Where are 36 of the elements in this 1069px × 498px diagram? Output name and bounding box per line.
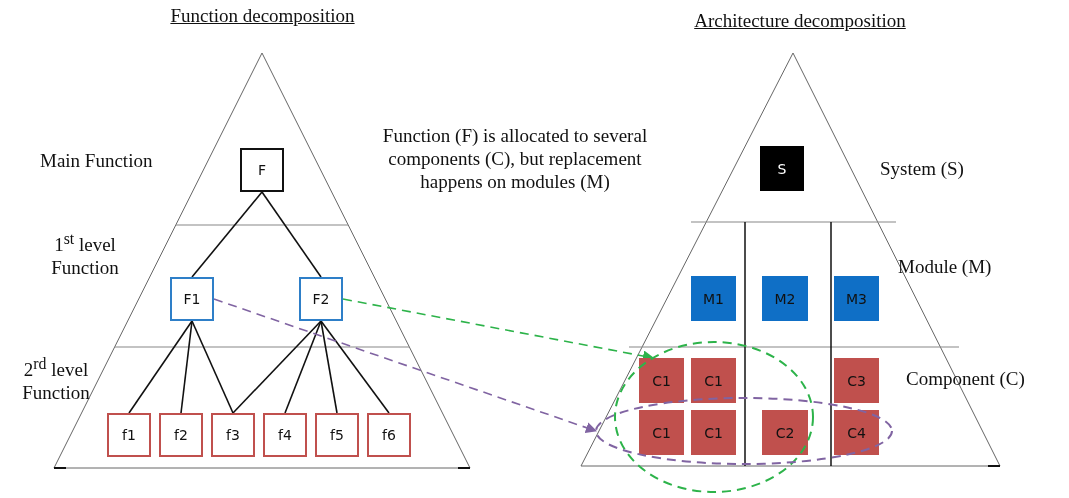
system-box: S	[760, 146, 804, 191]
component-box: C1	[639, 410, 684, 455]
module-box: M1	[691, 276, 736, 321]
component-box: C2	[762, 410, 808, 455]
function-box: f4	[263, 413, 307, 457]
level-label: System (S)	[880, 158, 965, 181]
connector-line	[320, 320, 338, 414]
heading: Function decomposition	[169, 5, 356, 28]
function-box: f5	[315, 413, 359, 457]
level-label: 1$^{st}$ level Function	[50, 230, 120, 280]
module-box: M3	[834, 276, 879, 321]
component-box: C1	[691, 410, 736, 455]
connector-line	[320, 320, 390, 414]
connector-line	[284, 320, 322, 414]
level-label: 2$^{rd}$ level Function	[21, 355, 91, 405]
function-box: F2	[299, 277, 343, 321]
connector-line	[191, 320, 234, 414]
level-label: Component (C)	[906, 368, 1026, 391]
connector-line	[180, 320, 193, 414]
connector-line	[128, 320, 193, 414]
function-box: F1	[170, 277, 214, 321]
connector-line	[261, 191, 322, 278]
function-box: f6	[367, 413, 411, 457]
heading: Architecture decomposition	[693, 10, 907, 33]
component-box: C3	[834, 358, 879, 403]
connector-line	[232, 320, 322, 414]
function-box: f2	[159, 413, 203, 457]
level-label: Module (M)	[898, 256, 993, 279]
dashed-arrow	[213, 298, 598, 433]
connector-line	[191, 191, 263, 278]
level-label: Main Function	[40, 150, 154, 173]
function-box: f1	[107, 413, 151, 457]
annotation-text: Function (F) is allocated to several components (C), but replacement happens on modules (M)	[381, 125, 649, 194]
module-box: M2	[762, 276, 808, 321]
function-box: F	[240, 148, 284, 192]
function-box: f3	[211, 413, 255, 457]
